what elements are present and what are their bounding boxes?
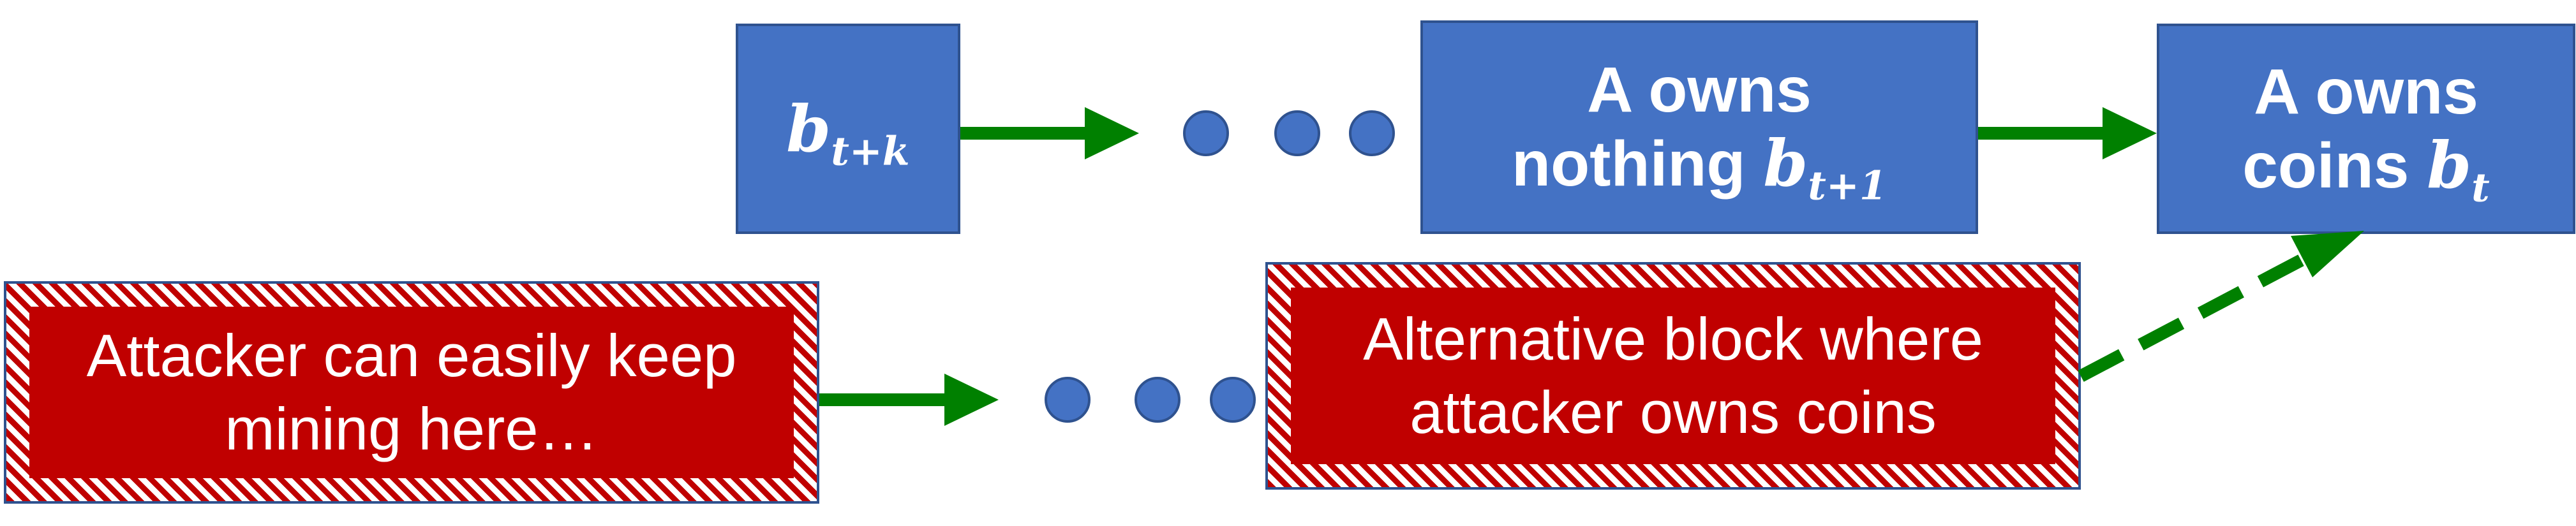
alternative-line-2: attacker owns coins [1410,378,1937,446]
block-b-t-plus-k: bt+k [736,24,960,234]
block-line-1: A owns [2254,55,2478,128]
ellipsis-bottom [1045,377,1256,423]
block-line-1: A owns [1587,54,1812,126]
block-b-t-plus-1: A owns nothing bt+1 [1420,20,1978,234]
attacker-line-1: Attacker can easily keep [86,321,737,389]
ellipsis-top [1183,110,1395,156]
block-b-t: A owns coins bt [2157,24,2575,234]
arrow-top-left [960,107,1139,159]
alternative-line-1: Alternative block where [1363,305,1983,372]
block-line-2: nothing bt+1 [1512,126,1887,209]
attacker-line-2: mining here… [225,395,599,462]
attacker-mining-text: Attacker can easily keep mining here… [29,307,794,478]
alternative-block-text: Alternative block where attacker owns co… [1291,288,2055,464]
attacker-mining-block: Attacker can easily keep mining here… [4,281,819,504]
arrow-bottom-left [819,374,999,426]
alternative-block: Alternative block where attacker owns co… [1265,262,2081,490]
block-label: bt+k [786,91,910,175]
arrow-top-right [1978,107,2157,159]
arrow-dashed-fork [2078,231,2364,382]
block-line-2: coins bt [2242,127,2490,211]
